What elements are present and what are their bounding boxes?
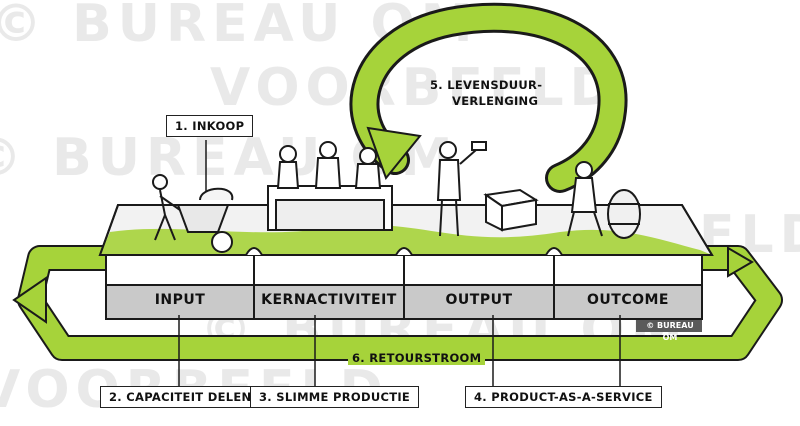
label-lifetime-extension-line1: 5. LEVENSDUUR-	[430, 78, 543, 92]
worker-with-barrel	[567, 161, 641, 239]
cardboard-boxes	[483, 188, 539, 232]
workshop-bench	[267, 141, 393, 231]
stage-core-activity-label: KERNACTIVITEIT	[261, 292, 397, 308]
person-with-drill	[436, 141, 487, 237]
watermark-row-2: VOORBEELD	[210, 58, 619, 118]
label-purchasing: 1. INKOOP	[166, 115, 254, 137]
stage-output-label: OUTPUT	[445, 292, 513, 308]
label-capacity-sharing: 2. CAPACITEIT DELEN	[100, 386, 261, 408]
copyright-text: © BUREAU OM	[646, 321, 694, 342]
stage-input-label: INPUT	[154, 292, 206, 308]
return-arrowhead	[12, 276, 47, 324]
stage-blocks	[105, 254, 703, 320]
label-smart-production: 3. SLIMME PRODUCTIE	[250, 386, 420, 408]
stage-outcome-label: OUTCOME	[587, 292, 669, 308]
worker-with-wheelbarrow	[152, 174, 234, 253]
label-return-stream: 6. RETOURSTROOM	[348, 351, 486, 365]
label-product-as-a-service: 4. PRODUCT-AS-A-SERVICE	[465, 386, 662, 408]
flow-arrowhead	[727, 246, 754, 278]
label-lifetime-extension-line2: VERLENGING	[452, 94, 539, 108]
